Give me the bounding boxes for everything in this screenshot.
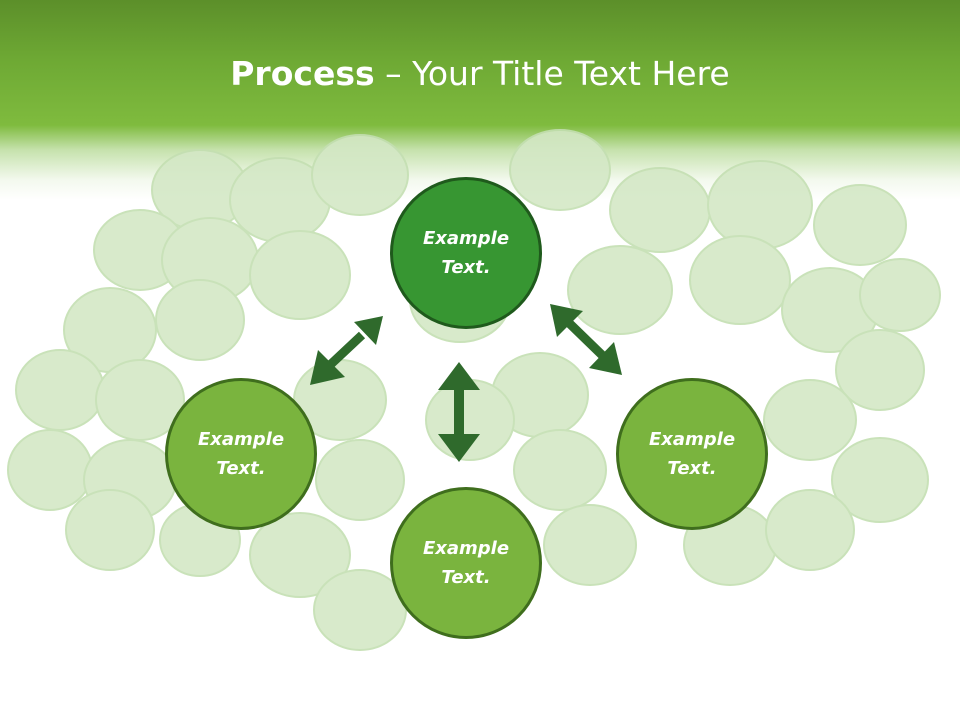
node-right-label: Example Text.: [648, 429, 736, 479]
node-bottom-label: Example Text.: [422, 538, 510, 588]
double-arrow-left: [310, 316, 383, 385]
title-bold: Process: [230, 54, 375, 93]
node-top-label: Example Text.: [422, 228, 510, 278]
double-arrow-right: [550, 304, 622, 375]
node-left-label: Example Text.: [197, 429, 285, 479]
double-arrow-vertical: [438, 362, 480, 462]
title-rest: – Your Title Text Here: [374, 54, 730, 93]
node-bottom: Example Text.: [390, 487, 542, 639]
slide-title: Process – Your Title Text Here: [0, 52, 960, 96]
node-right: Example Text.: [616, 378, 768, 530]
node-top: Example Text.: [390, 177, 542, 329]
node-left: Example Text.: [165, 378, 317, 530]
